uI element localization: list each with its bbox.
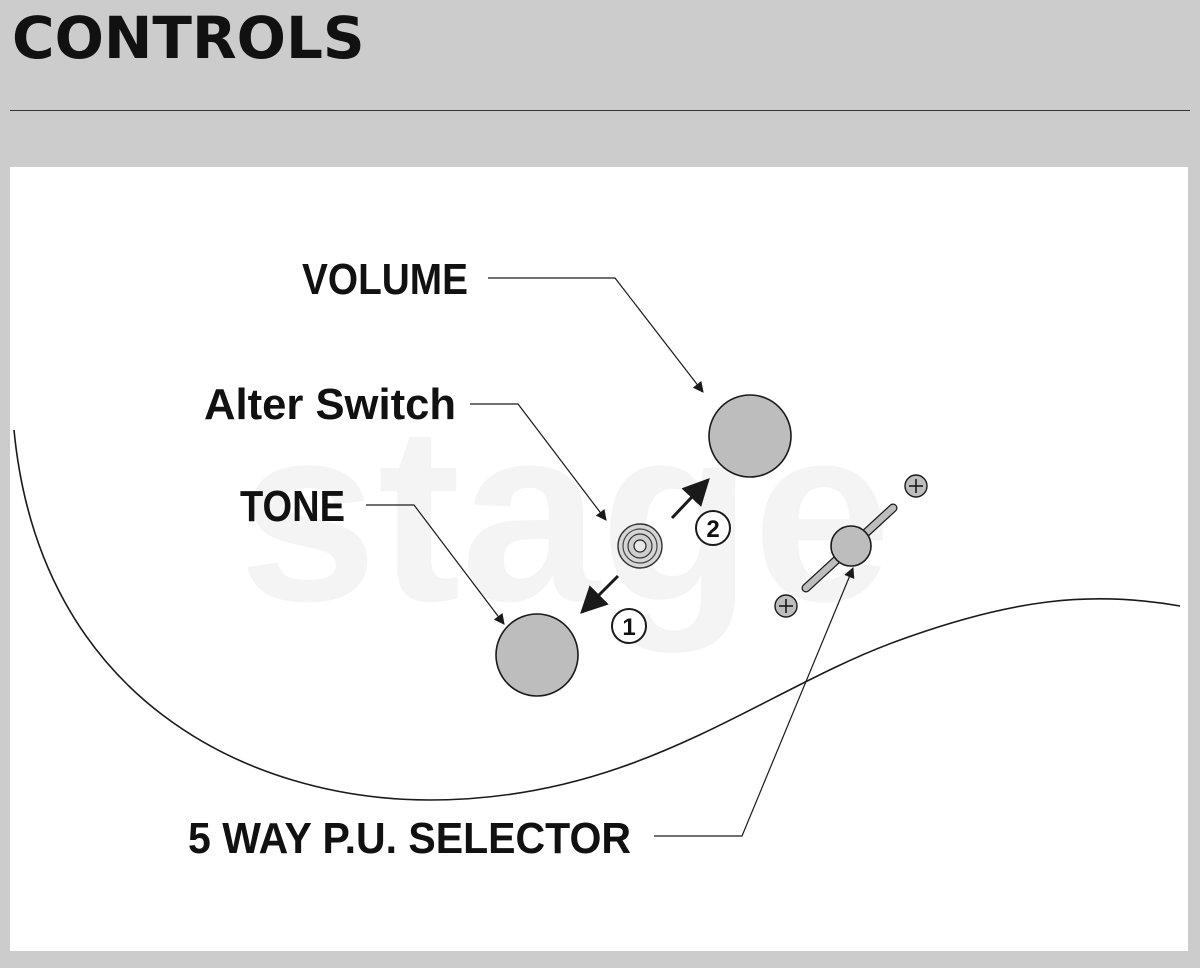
page-title: CONTROLS (12, 4, 365, 72)
screw-icon (904, 474, 928, 498)
title-divider (10, 110, 1190, 111)
direction-arrow-2 (670, 478, 710, 520)
volume-leader-line (488, 277, 704, 393)
alter-switch (617, 523, 663, 569)
step-badge-2: 2 (695, 510, 731, 546)
step-badge-1: 1 (611, 608, 647, 644)
volume-knob (708, 394, 792, 478)
tone-knob (495, 613, 579, 697)
tone-leader-line (366, 504, 505, 625)
screw-icon (774, 594, 798, 618)
volume-label: VOLUME (302, 255, 468, 304)
alter-switch-label: Alter Switch (204, 380, 456, 429)
tone-label: TONE (240, 482, 345, 531)
guitar-body-outline (13, 429, 1181, 801)
selector-switch (801, 503, 898, 593)
step-number: 2 (706, 516, 719, 543)
alter-switch-leader-line (470, 403, 607, 521)
diagram-panel (10, 167, 1188, 951)
direction-arrow-1 (580, 574, 620, 614)
selector-label: 5 WAY P.U. SELECTOR (188, 814, 631, 863)
selector-leader-line (654, 567, 855, 837)
step-number: 1 (622, 614, 635, 641)
selector-knob (830, 525, 872, 567)
